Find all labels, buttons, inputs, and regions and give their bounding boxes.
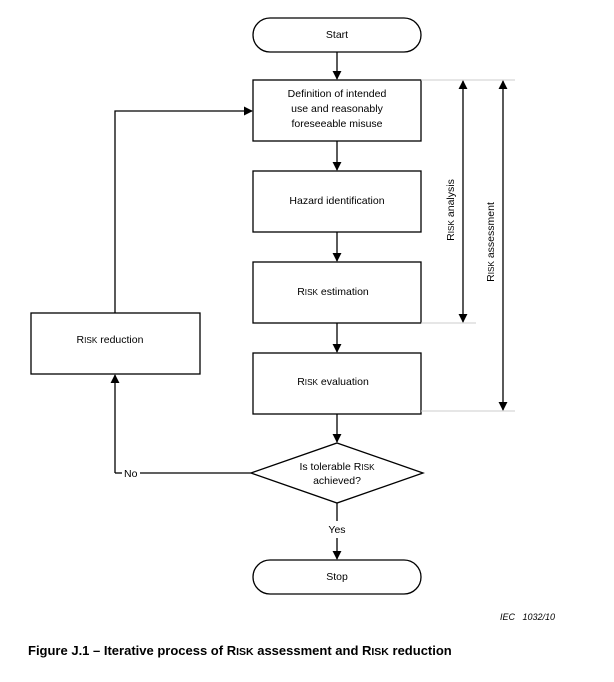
stop-terminal — [252, 559, 422, 595]
start-label: Start — [326, 29, 348, 41]
risk-reduction-label: RISK reduction — [77, 334, 144, 346]
risk-evaluation-label: RISK evaluation — [297, 376, 369, 388]
hazard-identification-label: Hazard identification — [289, 195, 384, 207]
iec-credit: IEC 1032/10 — [500, 612, 555, 622]
definition-label-line3: foreseeable misuse — [291, 118, 382, 130]
caption-part1: Figure J.1 – Iterative process of — [28, 643, 227, 658]
arrow-reduction-to-definition — [114, 106, 253, 313]
risk-analysis-label: RISK analysis — [445, 179, 457, 241]
caption-risk1-initial: R — [226, 643, 237, 658]
figure-caption: Figure J.1 – Iterative process of RISK a… — [28, 643, 588, 658]
decision-diamond — [249, 442, 425, 504]
definition-label-line2: use and reasonably — [291, 103, 383, 115]
caption-risk2-initial: R — [362, 643, 372, 658]
decision-label-line2: achieved? — [313, 475, 361, 487]
stop-label: Stop — [326, 571, 348, 583]
caption-risk1-smallcaps: ISK — [236, 646, 254, 658]
caption-part2: assessment and — [253, 643, 362, 658]
risk-reduction-box — [30, 312, 201, 375]
caption-part3: reduction — [388, 643, 452, 658]
decision-label-line1: Is tolerable RISK — [299, 461, 375, 473]
caption-risk2-smallcaps: ISK — [371, 646, 389, 658]
no-label: No — [124, 468, 138, 480]
risk-estimation-box — [252, 261, 422, 324]
definition-box — [252, 79, 422, 142]
risk-estimation-label: RISK estimation — [297, 286, 369, 298]
hazard-identification-box — [252, 170, 422, 233]
definition-label-line1: Definition of intended — [288, 88, 387, 100]
risk-assessment-label: RISK assessment — [485, 202, 497, 282]
yes-label: Yes — [328, 524, 345, 536]
